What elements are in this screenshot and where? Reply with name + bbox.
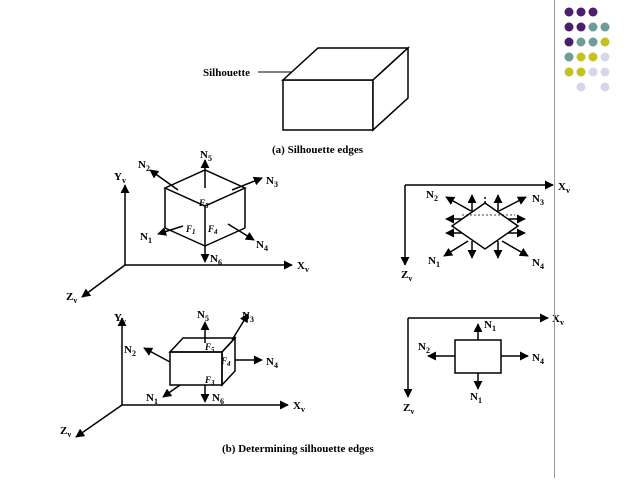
decor-dot <box>600 37 610 47</box>
diagram-4 <box>403 313 549 398</box>
decor-dot <box>564 37 574 47</box>
decor-dot <box>564 52 574 62</box>
diagram-3-labels: N5 N3 N2 N4 N1 N6 F5 F4 F3 Yv Xv Zv <box>60 309 305 439</box>
silhouette-label: Silhouette <box>203 67 250 79</box>
decor-dot <box>576 67 586 77</box>
decor-dot <box>576 52 586 62</box>
normal-n3 <box>231 313 249 341</box>
label-yv: Yv <box>114 171 126 185</box>
label-xv: Xv <box>558 181 570 195</box>
diagram-4-labels: N1 N2 N4 N1 Xv Zv <box>403 313 564 416</box>
decor-dot <box>600 52 610 62</box>
decor-dot <box>600 82 610 92</box>
label-xv: Xv <box>552 313 564 327</box>
normal-n4 <box>227 223 255 241</box>
label-f1: F1 <box>185 224 196 236</box>
decor-dot <box>588 52 598 62</box>
diagram-1 <box>81 159 293 298</box>
label-n4: N4 <box>532 257 544 271</box>
label-n1: N1 <box>470 391 482 405</box>
diagram-2 <box>400 180 554 266</box>
label-yv: Yv <box>114 312 126 326</box>
label-xv: Xv <box>293 400 305 414</box>
label-n5: N5 <box>197 309 209 323</box>
label-n4: N4 <box>256 239 268 253</box>
z-axis <box>75 404 123 438</box>
label-n2: N2 <box>138 159 150 173</box>
accent-divider-line <box>554 0 555 478</box>
decor-dot <box>588 67 598 77</box>
label-zv: Zv <box>401 269 412 283</box>
label-f3: F3 <box>204 375 215 387</box>
label-zv: Zv <box>60 425 71 439</box>
decor-dot <box>576 22 586 32</box>
box-3d <box>281 46 410 132</box>
label-n1: N1 <box>146 392 158 406</box>
decor-dot <box>588 37 598 47</box>
decor-dot <box>576 82 586 92</box>
label-n4: N4 <box>532 352 544 366</box>
decor-dot <box>564 67 574 77</box>
label-zv: Zv <box>403 402 414 416</box>
label-n5: N5 <box>200 149 212 163</box>
normal-n2 <box>143 347 171 363</box>
label-n4: N4 <box>266 356 278 370</box>
label-f4: F4 <box>220 356 231 368</box>
decor-dot <box>576 7 586 17</box>
decor-dot <box>576 37 586 47</box>
label-n6: N6 <box>210 253 222 267</box>
label-n3: N3 <box>242 310 254 324</box>
decor-dot <box>600 67 610 77</box>
label-f5: F5 <box>204 342 215 354</box>
decor-dot <box>588 22 598 32</box>
label-n2: N2 <box>124 344 136 358</box>
decor-dot <box>564 7 574 17</box>
label-n1: N1 <box>428 255 440 269</box>
diagram-1-labels: N5 N2 N3 N1 N4 N6 F5 F1 F4 Yv Xv Zv <box>66 149 309 305</box>
caption-a: (a) Silhouette edges <box>272 144 364 156</box>
label-n2: N2 <box>418 341 430 355</box>
label-n6: N6 <box>212 392 224 406</box>
diamond <box>450 202 520 250</box>
diagram-3 <box>75 313 289 438</box>
normal-n1 <box>162 384 181 398</box>
diagram-2-labels: N2 N3 N1 N4 Xv Zv <box>401 181 570 283</box>
normal-n2 <box>149 169 179 191</box>
normal-n1 <box>157 225 184 236</box>
label-n1: N1 <box>140 231 152 245</box>
label-f5: F5 <box>198 198 209 210</box>
label-zv: Zv <box>66 291 77 305</box>
decorative-dot-grid <box>564 7 610 92</box>
label-n3: N3 <box>532 193 544 207</box>
square <box>454 339 502 374</box>
label-n1-top: N1 <box>484 319 496 333</box>
box-top <box>168 337 237 353</box>
normal-n3 <box>231 176 263 191</box>
label-n3: N3 <box>266 175 278 189</box>
decor-dot <box>600 22 610 32</box>
z-axis <box>81 264 126 298</box>
label-f4: F4 <box>207 224 218 236</box>
box-side <box>221 336 236 387</box>
decor-dot <box>564 22 574 32</box>
caption-b: (b) Determining silhouette edges <box>222 443 375 455</box>
decor-dot <box>588 7 598 17</box>
label-xv: Xv <box>297 260 309 274</box>
label-n2: N2 <box>426 189 438 203</box>
